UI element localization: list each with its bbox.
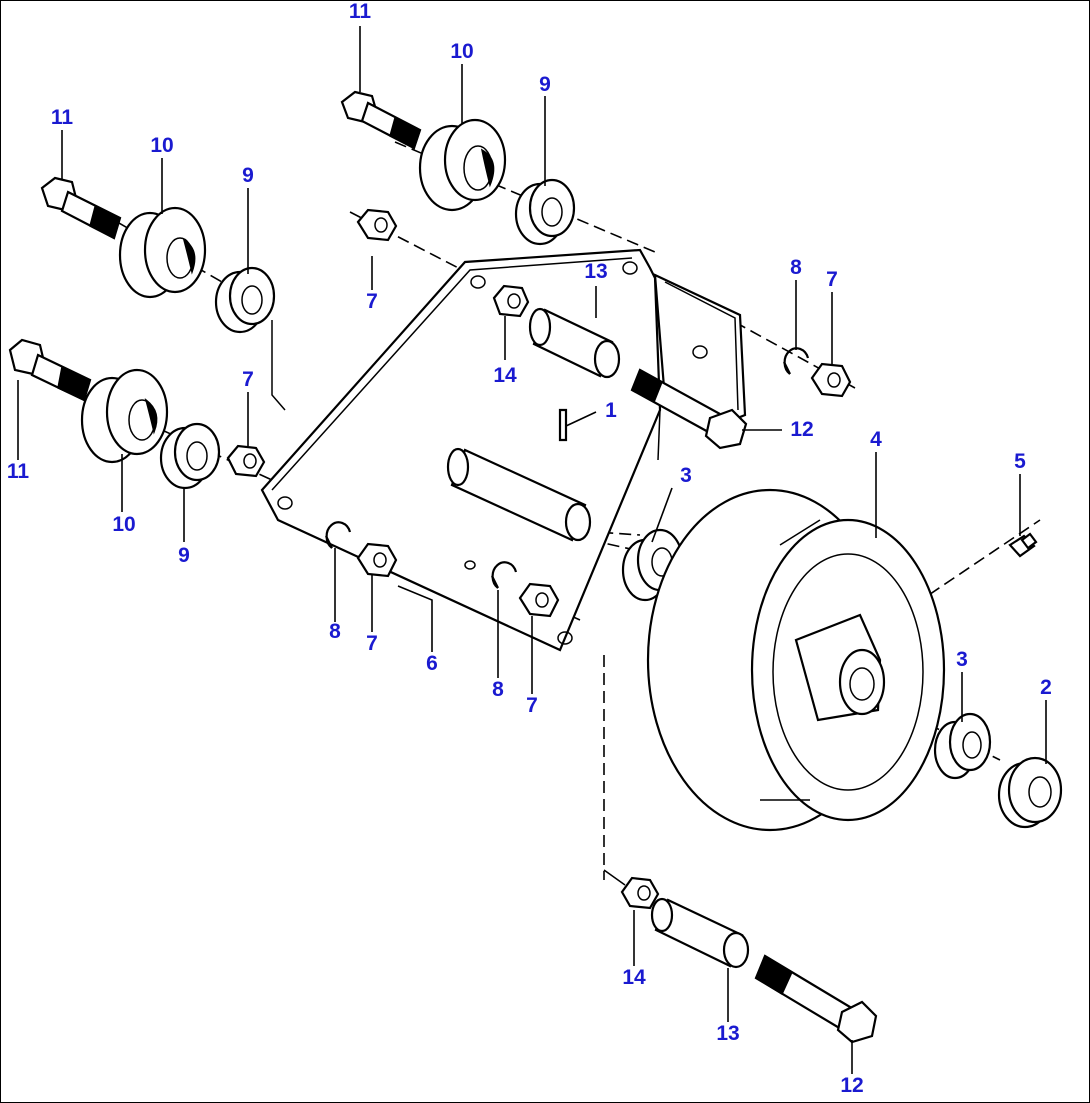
callout-7-lower-mid: 7 bbox=[526, 694, 538, 717]
callout-7-right: 7 bbox=[826, 268, 838, 291]
nut-7-right bbox=[810, 362, 852, 398]
grommet-10-top bbox=[418, 118, 507, 212]
callout-9-top: 9 bbox=[539, 73, 551, 96]
callout-14-upper: 14 bbox=[493, 364, 517, 387]
callout-6: 6 bbox=[426, 652, 438, 675]
bolt-11-top bbox=[340, 90, 422, 150]
callout-1: 1 bbox=[605, 399, 617, 422]
bolt-11-left-upper bbox=[40, 176, 122, 240]
washer-8-right bbox=[783, 347, 810, 375]
callout-12-upper: 12 bbox=[790, 418, 814, 441]
callout-5: 5 bbox=[1014, 450, 1026, 473]
callout-7-left: 7 bbox=[242, 368, 254, 391]
callout-3-upper: 3 bbox=[680, 464, 692, 487]
nut-7-upper bbox=[356, 208, 398, 242]
callout-10-left-upper: 10 bbox=[150, 134, 174, 157]
spacer-9-left-upper bbox=[214, 266, 276, 334]
callout-9-left-upper: 9 bbox=[242, 164, 254, 187]
grease-fitting-5 bbox=[1008, 532, 1038, 558]
spacer-9-left-lower bbox=[159, 422, 221, 490]
bolt-12-lower bbox=[754, 954, 878, 1044]
callout-9-left-lower: 9 bbox=[178, 544, 190, 567]
nut-14-upper bbox=[492, 284, 530, 318]
shaft bbox=[446, 447, 592, 542]
callout-11-left-lower: 11 bbox=[6, 460, 30, 483]
sleeve-13-lower bbox=[650, 897, 750, 969]
callout-8-lower-left: 8 bbox=[329, 620, 341, 643]
callout-11-top: 11 bbox=[348, 0, 372, 23]
bearing-3-lower bbox=[933, 712, 992, 780]
grommet-10-left-upper bbox=[118, 206, 207, 299]
callout-13-upper: 13 bbox=[584, 260, 608, 283]
callout-8-lower-mid: 8 bbox=[492, 678, 504, 701]
callout-10-top: 10 bbox=[450, 40, 474, 63]
callout-10-left-lower: 10 bbox=[112, 513, 136, 536]
thrust-washer-2 bbox=[997, 756, 1063, 829]
callout-7-lower-left: 7 bbox=[366, 632, 378, 655]
callout-7-upper: 7 bbox=[366, 290, 378, 313]
callout-8-right: 8 bbox=[790, 256, 802, 279]
callout-11-left-upper: 11 bbox=[50, 106, 74, 129]
sleeve-13-upper bbox=[528, 307, 621, 379]
bolt-11-left-lower bbox=[8, 338, 92, 402]
callout-13-lower: 13 bbox=[716, 1022, 740, 1045]
leader-lines bbox=[17, 26, 1047, 1074]
washer-8-lower-mid bbox=[491, 561, 518, 589]
nut-14-lower bbox=[620, 876, 660, 910]
washer-8-lower-left bbox=[325, 521, 352, 549]
callout-3-lower: 3 bbox=[956, 648, 968, 671]
grommet-10-left-lower bbox=[80, 368, 169, 464]
bolt-12-upper bbox=[630, 368, 748, 450]
callout-14-lower: 14 bbox=[622, 966, 646, 989]
nut-7-lower-left bbox=[356, 542, 398, 578]
callout-2: 2 bbox=[1040, 676, 1052, 699]
idler-wheel bbox=[646, 488, 946, 832]
pin-1 bbox=[558, 408, 568, 442]
nut-7-lower-mid bbox=[518, 582, 560, 618]
spacer-9-top bbox=[514, 178, 576, 246]
nut-7-left bbox=[226, 444, 266, 478]
callout-4: 4 bbox=[870, 428, 882, 451]
callout-12-lower: 12 bbox=[840, 1074, 864, 1097]
